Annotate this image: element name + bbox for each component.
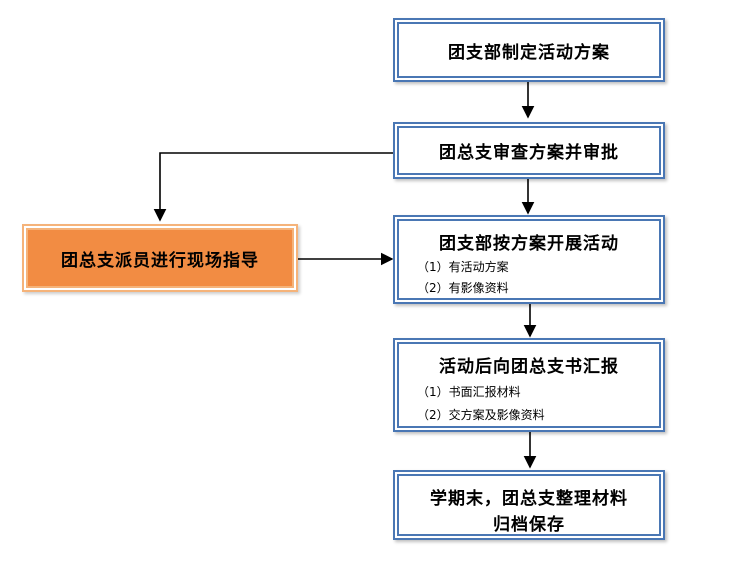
- node-onsite-guidance-title: 团总支派员进行现场指导: [61, 250, 259, 271]
- node-archive: 学期末，团总支整理材料 归档保存: [393, 470, 665, 540]
- node-activity-item-1: （1）有活动方案: [417, 260, 509, 274]
- node-report-item-2: （2）交方案及影像资料: [417, 408, 545, 422]
- node-archive-line-1: 学期末，团总支整理材料: [430, 489, 628, 509]
- node-activity-item-2: （2）有影像资料: [417, 281, 509, 295]
- node-plan: 团支部制定活动方案: [393, 18, 665, 82]
- node-activity: 团支部按方案开展活动 （1）有活动方案 （2）有影像资料: [393, 215, 665, 304]
- node-report-item-1: （1）书面汇报材料: [417, 385, 521, 399]
- node-archive-line-2: 归档保存: [493, 515, 565, 535]
- node-review-title: 团总支审查方案并审批: [439, 143, 619, 163]
- node-onsite-guidance: 团总支派员进行现场指导: [22, 224, 298, 292]
- node-report-title: 活动后向团总支书汇报: [439, 357, 619, 377]
- node-activity-title: 团支部按方案开展活动: [439, 234, 619, 254]
- node-plan-title: 团支部制定活动方案: [448, 42, 610, 63]
- node-review: 团总支审查方案并审批: [393, 122, 665, 179]
- arrow-n2-side: [153, 152, 393, 222]
- node-report: 活动后向团总支书汇报 （1）书面汇报材料 （2）交方案及影像资料: [393, 338, 665, 432]
